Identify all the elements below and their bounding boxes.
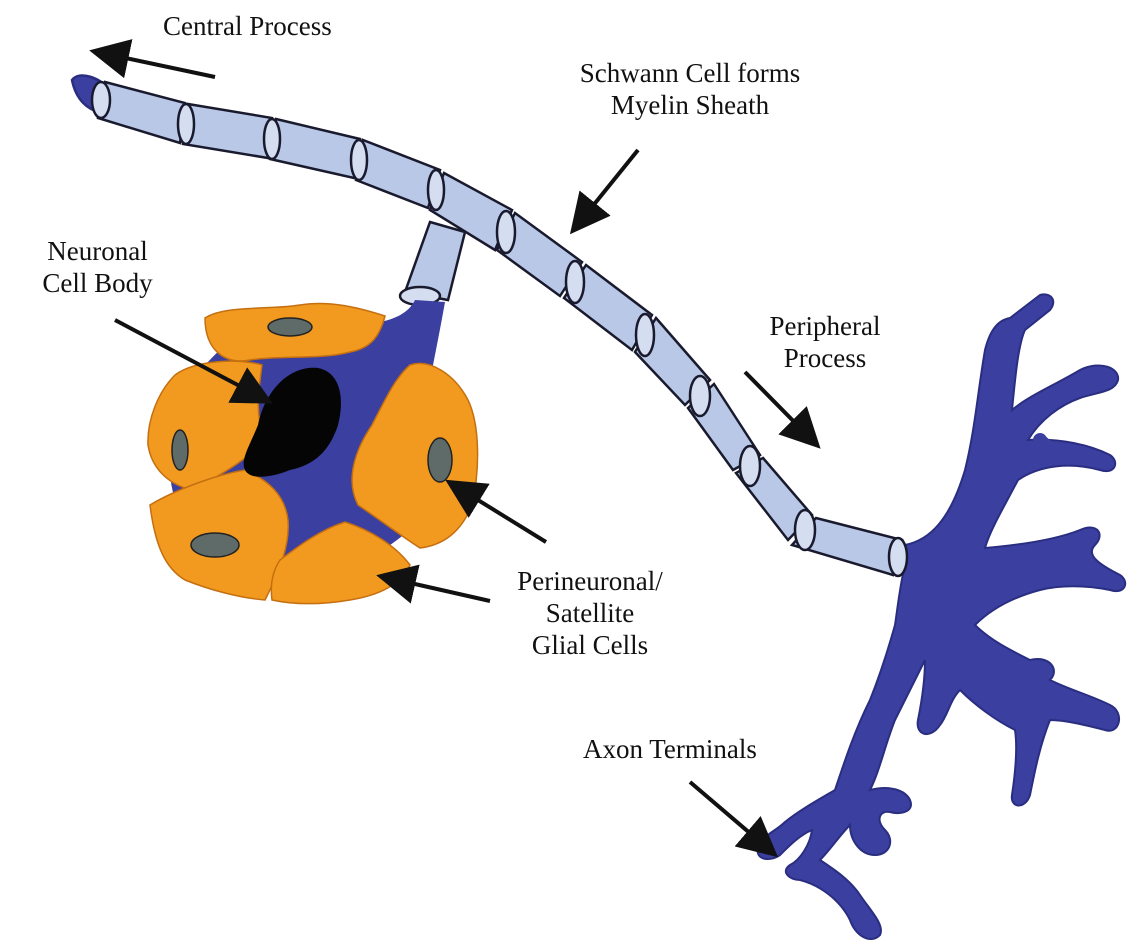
arrow-central-process	[97, 52, 215, 77]
label-neuronal-line1: Neuronal	[0, 235, 195, 267]
glial-nucleus	[172, 430, 188, 470]
label-glial-line2: Satellite	[495, 597, 685, 629]
axon-terminal-arbor	[758, 294, 1126, 939]
label-glial-cells: Perineuronal/ Satellite Glial Cells	[495, 565, 685, 661]
arrow-glial-bottom	[384, 577, 490, 601]
arrow-axon-terminals	[690, 782, 772, 852]
arrow-schwann	[575, 150, 638, 228]
label-neuronal-line2: Cell Body	[0, 267, 195, 299]
label-glial-line1: Perineuronal/	[495, 565, 685, 597]
label-peripheral-line2: Process	[730, 342, 920, 374]
label-schwann-line2: Myelin Sheath	[535, 89, 845, 121]
label-peripheral-line1: Peripheral	[730, 310, 920, 342]
label-glial-line3: Glial Cells	[495, 629, 685, 661]
label-schwann-line1: Schwann Cell forms	[535, 57, 845, 89]
label-central-process: Central Process	[163, 10, 332, 42]
arrow-peripheral	[745, 372, 815, 443]
glial-nucleus	[268, 318, 312, 336]
label-schwann: Schwann Cell forms Myelin Sheath	[535, 57, 845, 121]
label-axon-terminals: Axon Terminals	[583, 733, 757, 765]
glial-nucleus	[191, 533, 239, 557]
glial-nucleus	[428, 438, 452, 482]
label-peripheral-process: Peripheral Process	[730, 310, 920, 374]
satellite-glial-cluster	[148, 300, 478, 604]
label-neuronal-cell-body: Neuronal Cell Body	[0, 235, 195, 299]
